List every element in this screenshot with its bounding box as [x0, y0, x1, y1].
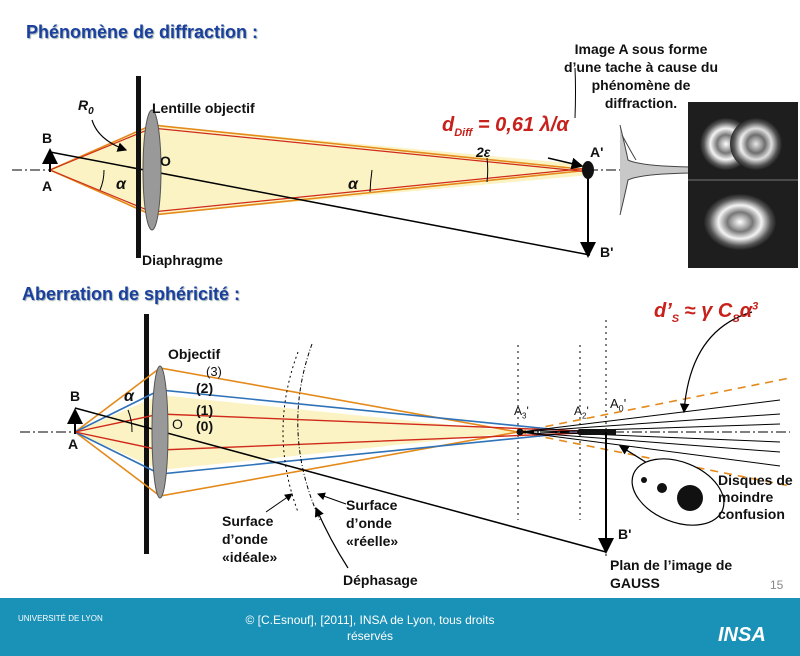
real-wavefront	[297, 343, 321, 521]
label-A0: A0'	[610, 396, 627, 414]
diffraction-diagram	[12, 67, 798, 268]
label-objective: Objectif	[168, 346, 221, 362]
label-r0: R0	[78, 97, 94, 117]
label-B2: B	[70, 388, 81, 404]
label-alpha-1: α	[116, 176, 126, 193]
diaphragm-bar-2	[144, 314, 149, 554]
ray-3-ext-up	[517, 377, 791, 433]
objective-lens-1	[142, 109, 162, 231]
label-Bp2: B'	[618, 526, 632, 542]
light-cone-1	[50, 125, 590, 215]
label-gauss-plane: Plan de l’image de GAUSS	[610, 557, 733, 591]
label-ray-2: (2)	[196, 380, 214, 396]
alpha-arc-2	[369, 169, 373, 193]
label-diaphragm: Diaphragme	[142, 252, 223, 268]
university-logo: UNIVERSITÉ DE LYON	[18, 614, 103, 623]
phase-pointer	[314, 506, 349, 569]
alpha-arc-1	[99, 169, 105, 191]
airy-profile	[619, 124, 691, 216]
formula-pointer	[547, 157, 584, 170]
formula-spherical: d’S ≈ γ CSα3	[654, 300, 759, 325]
footer-bar	[0, 598, 800, 656]
label-A3: A3'	[514, 404, 529, 421]
confusion-disc-bar	[580, 429, 616, 435]
label-2eps: 2ε	[476, 144, 491, 160]
label-ideal-wave: Surface d’onde «idéale»	[222, 513, 278, 565]
label-A2: A	[68, 436, 79, 452]
section2-title: Aberration de sphéricité :	[22, 284, 241, 304]
label-confusion: Disques de moindre confusion	[718, 472, 793, 522]
label-lens: Lentille objectif	[152, 100, 255, 116]
ray-3-ext-down	[517, 431, 791, 487]
confusion-inset	[631, 458, 725, 526]
label-A: A	[42, 178, 53, 194]
ideal-wavefront	[282, 351, 299, 513]
label-Bp: B'	[600, 244, 614, 260]
label-alpha-2: α	[348, 176, 358, 193]
formula2-pointer	[679, 311, 753, 414]
copyright-text: © [C.Esnouf], [2011], INSA de Lyon, tous…	[245, 613, 495, 643]
section1-title: Phénomène de diffraction :	[26, 22, 259, 42]
label-ray-3: (3)	[206, 364, 222, 379]
label-ray-0: (0)	[196, 418, 214, 434]
note-bracket	[574, 67, 576, 119]
label-O2: O	[172, 416, 183, 432]
diaphragm-bar	[136, 76, 141, 258]
label-B: B	[42, 130, 53, 146]
label-Ap: A'	[590, 144, 604, 160]
label-ray-1: (1)	[196, 402, 214, 418]
label-A2p: A2'	[574, 404, 589, 421]
light-cone-2	[75, 395, 520, 470]
label-real-wave: Surface d’onde «réelle»	[346, 497, 399, 549]
ray-fan	[519, 399, 781, 467]
formula-diffraction: dDiff = 0,61 λ/α	[442, 114, 569, 139]
diffraction-note: Image A sous forme d’une tache à cause d…	[563, 41, 719, 111]
spherical-aberration-diagram	[20, 311, 791, 569]
objective-lens-2	[151, 365, 169, 499]
optics-diagram	[12, 67, 798, 569]
page-number: 15	[770, 578, 784, 592]
alpha-arc-3	[127, 409, 133, 433]
insa-logo: INSA	[718, 624, 766, 646]
airy-spot-point	[582, 161, 594, 179]
label-alpha-3: α	[124, 388, 134, 405]
label-O: O	[160, 153, 171, 169]
eps-arc	[486, 157, 489, 183]
label-phase-shift: Déphasage	[343, 572, 418, 588]
r0-arrow	[91, 119, 128, 152]
